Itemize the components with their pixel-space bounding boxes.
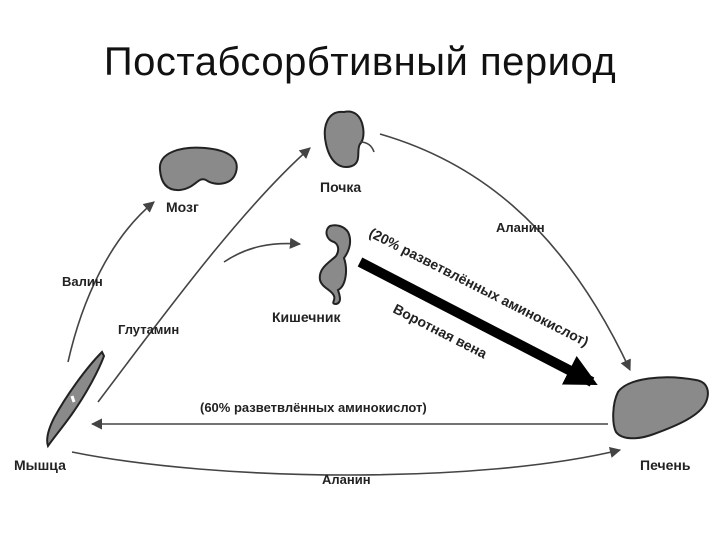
- page-title: Постабсорбтивный период: [103, 40, 617, 84]
- muscle-icon: [46, 350, 106, 449]
- glutamine-label: Глутамин: [118, 322, 179, 337]
- valine-label: Валин: [62, 274, 103, 289]
- alanine-muscle-liver-arrow: [71, 446, 622, 476]
- glutamine-kidney-arrow: [97, 147, 311, 403]
- branched-60-label: (60% разветвлённых аминокислот): [200, 400, 427, 415]
- portal-vein-arrow: [357, 257, 598, 387]
- alanine-top-label: Аланин: [496, 220, 545, 235]
- portal-vein-label: Воротная вена: [391, 300, 490, 361]
- valine-arrow: [67, 201, 155, 363]
- muscle-label: Мышца: [14, 457, 66, 473]
- alanine-kidney-liver-arrow: [379, 133, 631, 372]
- kidney-label: Почка: [320, 179, 361, 195]
- brain-label: Мозг: [166, 199, 199, 215]
- intestine-label: Кишечник: [272, 309, 341, 325]
- alanine-bottom-label: Аланин: [322, 472, 371, 487]
- liver-icon: [612, 376, 709, 440]
- kidney-icon: [323, 110, 375, 168]
- glutamine-intestine-arrow: [223, 237, 302, 263]
- liver-label: Печень: [640, 457, 691, 473]
- brain-icon: [158, 146, 238, 192]
- intestine-icon: [318, 224, 352, 306]
